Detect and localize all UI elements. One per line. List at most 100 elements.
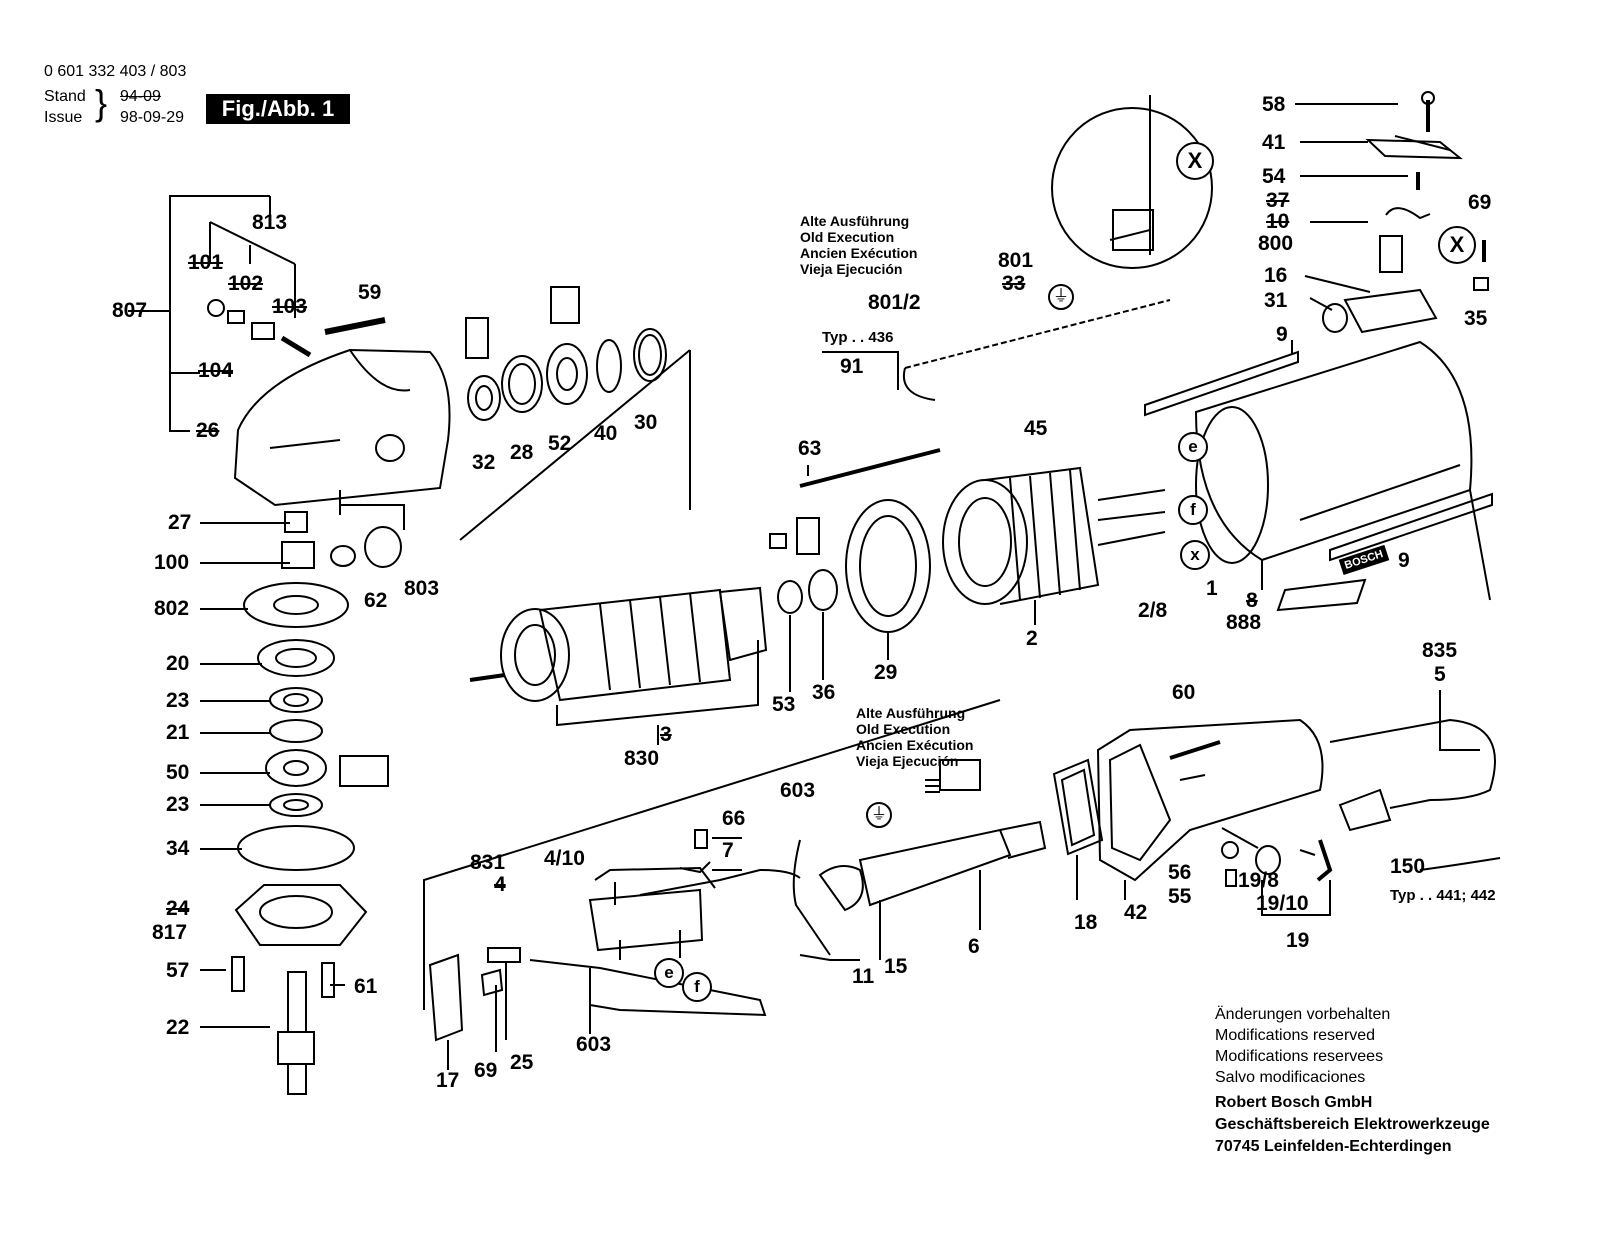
part-label-15: 15 xyxy=(884,955,908,978)
part-label-22: 22 xyxy=(166,1016,190,1039)
part-label-57: 57 xyxy=(166,959,190,982)
part-label-34: 34 xyxy=(166,837,190,860)
company-name: Robert Bosch GmbH xyxy=(1215,1094,1373,1111)
earth-ground-icon: ⏚ xyxy=(1048,284,1074,310)
part-label-60: 60 xyxy=(1172,681,1196,704)
part-label-26: 26 xyxy=(196,419,220,442)
company-division: Geschäftsbereich Elektrowerkzeuge xyxy=(1215,1116,1490,1133)
part-label-103: 103 xyxy=(272,295,308,318)
part-label-27: 27 xyxy=(168,511,192,534)
part-label-56: 56 xyxy=(1168,861,1192,884)
marker-X-detail: X xyxy=(1176,142,1214,180)
part-label-835: 835 xyxy=(1422,639,1458,662)
part-label-6: 6 xyxy=(968,935,980,958)
old-execution-2-es: Vieja Ejecución xyxy=(856,753,959,769)
part-label-59: 59 xyxy=(358,281,382,304)
part-label-2-8: 2/8 xyxy=(1138,599,1168,622)
part-label-9-upper: 9 xyxy=(1276,323,1288,346)
part-label-32: 32 xyxy=(472,451,496,474)
old-execution-2-fr: Ancien Exécution xyxy=(856,737,974,753)
part-label-830: 830 xyxy=(624,747,660,770)
note-en: Modifications reserved xyxy=(1215,1027,1376,1044)
note-es: Salvo modificaciones xyxy=(1215,1069,1366,1086)
old-execution-2-en: Old Execution xyxy=(856,721,951,737)
part-label-54: 54 xyxy=(1262,165,1286,188)
part-label-45: 45 xyxy=(1024,417,1048,440)
part-label-66: 66 xyxy=(722,807,746,830)
brace-icon: } xyxy=(95,82,108,123)
part-label-100: 100 xyxy=(154,551,190,574)
part-label-33: 33 xyxy=(1002,272,1026,295)
part-label-52: 52 xyxy=(548,432,572,455)
marker-f-lower: f xyxy=(682,972,712,1002)
part-label-101: 101 xyxy=(188,251,224,274)
marker-e-lower: e xyxy=(654,958,684,988)
part-label-800: 800 xyxy=(1258,232,1294,255)
part-label-4-10: 4/10 xyxy=(544,847,585,870)
part-label-21: 21 xyxy=(166,721,190,744)
part-label-807: 807 xyxy=(112,299,148,322)
part-label-53: 53 xyxy=(772,693,796,716)
part-label-802: 802 xyxy=(154,597,190,620)
part-label-10: 10 xyxy=(1266,210,1290,233)
part-label-831: 831 xyxy=(470,851,506,874)
marker-f-upper: f xyxy=(1178,495,1208,525)
part-label-20: 20 xyxy=(166,652,190,675)
part-label-4: 4 xyxy=(494,873,506,896)
part-label-29: 29 xyxy=(874,661,898,684)
part-label-28: 28 xyxy=(510,441,534,464)
note-fr: Modifications reservees xyxy=(1215,1048,1384,1065)
part-label-888: 888 xyxy=(1226,611,1262,634)
part-label-23-upper: 23 xyxy=(166,689,190,712)
part-label-102: 102 xyxy=(228,272,264,295)
part-label-23-lower: 23 xyxy=(166,793,190,816)
issue-date: 98-09-29 xyxy=(120,109,185,126)
part-label-801: 801 xyxy=(998,249,1034,272)
part-label-35: 35 xyxy=(1464,307,1488,330)
issue-label: Issue xyxy=(44,109,83,126)
part-label-150: 150 xyxy=(1390,855,1426,878)
part-label-19: 19 xyxy=(1286,929,1310,952)
part-label-69-bottom: 69 xyxy=(474,1059,498,1082)
part-label-19-8: 19/8 xyxy=(1238,869,1279,892)
part-label-5: 5 xyxy=(1434,663,1446,686)
part-label-63: 63 xyxy=(798,437,822,460)
part-label-37: 37 xyxy=(1266,189,1290,212)
old-execution-es: Vieja Ejecución xyxy=(800,261,903,277)
part-label-19-10: 19/10 xyxy=(1256,892,1309,915)
part-label-603-lower: 603 xyxy=(576,1033,612,1056)
part-label-16: 16 xyxy=(1264,264,1288,287)
part-label-31: 31 xyxy=(1264,289,1288,312)
company-address: 70745 Leinfelden-Echterdingen xyxy=(1215,1138,1452,1155)
part-label-603-upper: 603 xyxy=(780,779,816,802)
part-label-30: 30 xyxy=(634,411,658,434)
part-label-41: 41 xyxy=(1262,131,1286,154)
note-de: Änderungen vorbehalten xyxy=(1215,1006,1391,1023)
part-label-2: 2 xyxy=(1026,627,1038,650)
part-label-42: 42 xyxy=(1124,901,1148,924)
part-label-3: 3 xyxy=(660,723,672,746)
figure-label: Fig./Abb. 1 xyxy=(206,94,350,124)
part-label-817: 817 xyxy=(152,921,188,944)
part-label-803: 803 xyxy=(404,577,440,600)
old-execution-2-de: Alte Ausführung xyxy=(856,705,966,721)
part-label-61: 61 xyxy=(354,975,378,998)
marker-X-brush: X xyxy=(1438,226,1476,264)
part-label-36: 36 xyxy=(812,681,836,704)
part-label-813: 813 xyxy=(252,211,288,234)
part-label-58: 58 xyxy=(1262,93,1286,116)
marker-x: x xyxy=(1180,540,1210,570)
old-date: 94-09 xyxy=(120,88,161,105)
part-label-1: 1 xyxy=(1206,577,1218,600)
marker-e-upper: e xyxy=(1178,432,1208,462)
part-label-25: 25 xyxy=(510,1051,534,1074)
type-436-label: Typ . . 436 xyxy=(822,329,894,346)
part-label-50: 50 xyxy=(166,761,190,784)
old-execution-fr: Ancien Exécution xyxy=(800,245,918,261)
old-execution-en: Old Execution xyxy=(800,229,895,245)
part-label-17: 17 xyxy=(436,1069,460,1092)
part-label-18: 18 xyxy=(1074,911,1098,934)
stand-label: Stand xyxy=(44,88,86,105)
part-label-40: 40 xyxy=(594,422,618,445)
